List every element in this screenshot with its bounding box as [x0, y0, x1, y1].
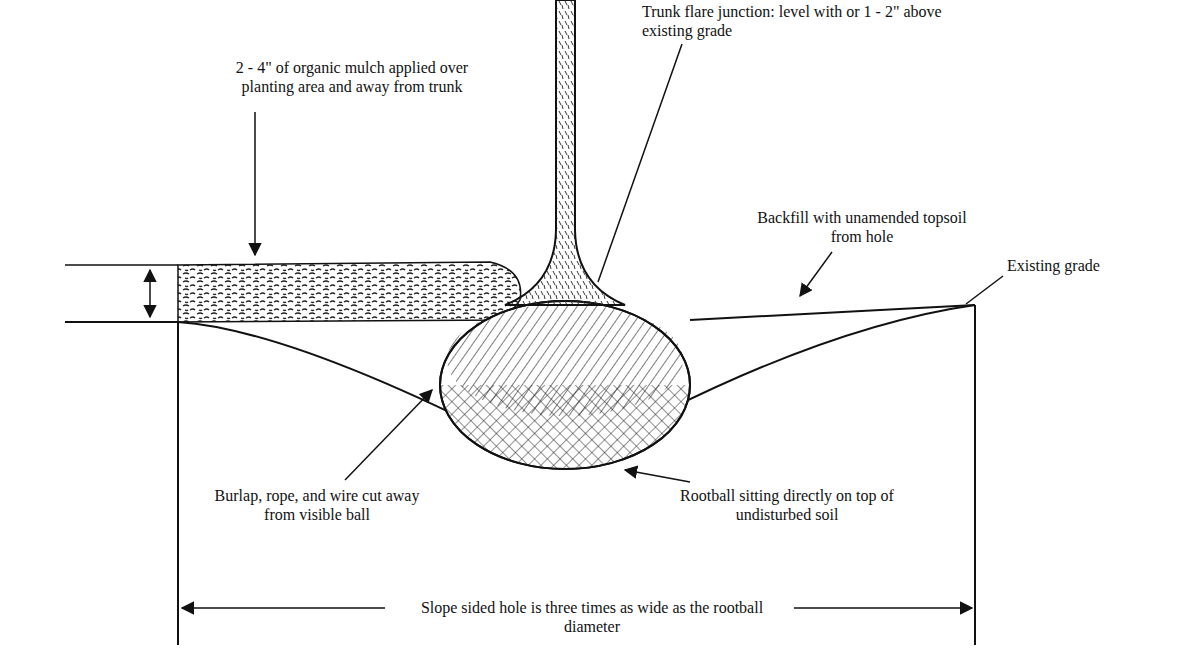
tree-trunk — [505, 0, 625, 305]
flare-note: Trunk flare junction: level with or 1 - … — [640, 2, 964, 40]
leader-lines — [150, 44, 1003, 608]
mulch-layer — [178, 262, 521, 322]
mulch-note: 2 - 4" of organic mulch applied over pla… — [225, 58, 479, 96]
rootball-note: Rootball sitting directly on top of undi… — [670, 486, 904, 524]
backfill-note: Backfill with unamended topsoil from hol… — [740, 208, 984, 246]
rootball — [440, 301, 690, 469]
hole-width-note: Slope sided hole is three times as wide … — [390, 598, 794, 636]
burlap-note: Burlap, rope, and wire cut away from vis… — [205, 486, 429, 524]
grade-note: Existing grade — [1005, 256, 1169, 275]
